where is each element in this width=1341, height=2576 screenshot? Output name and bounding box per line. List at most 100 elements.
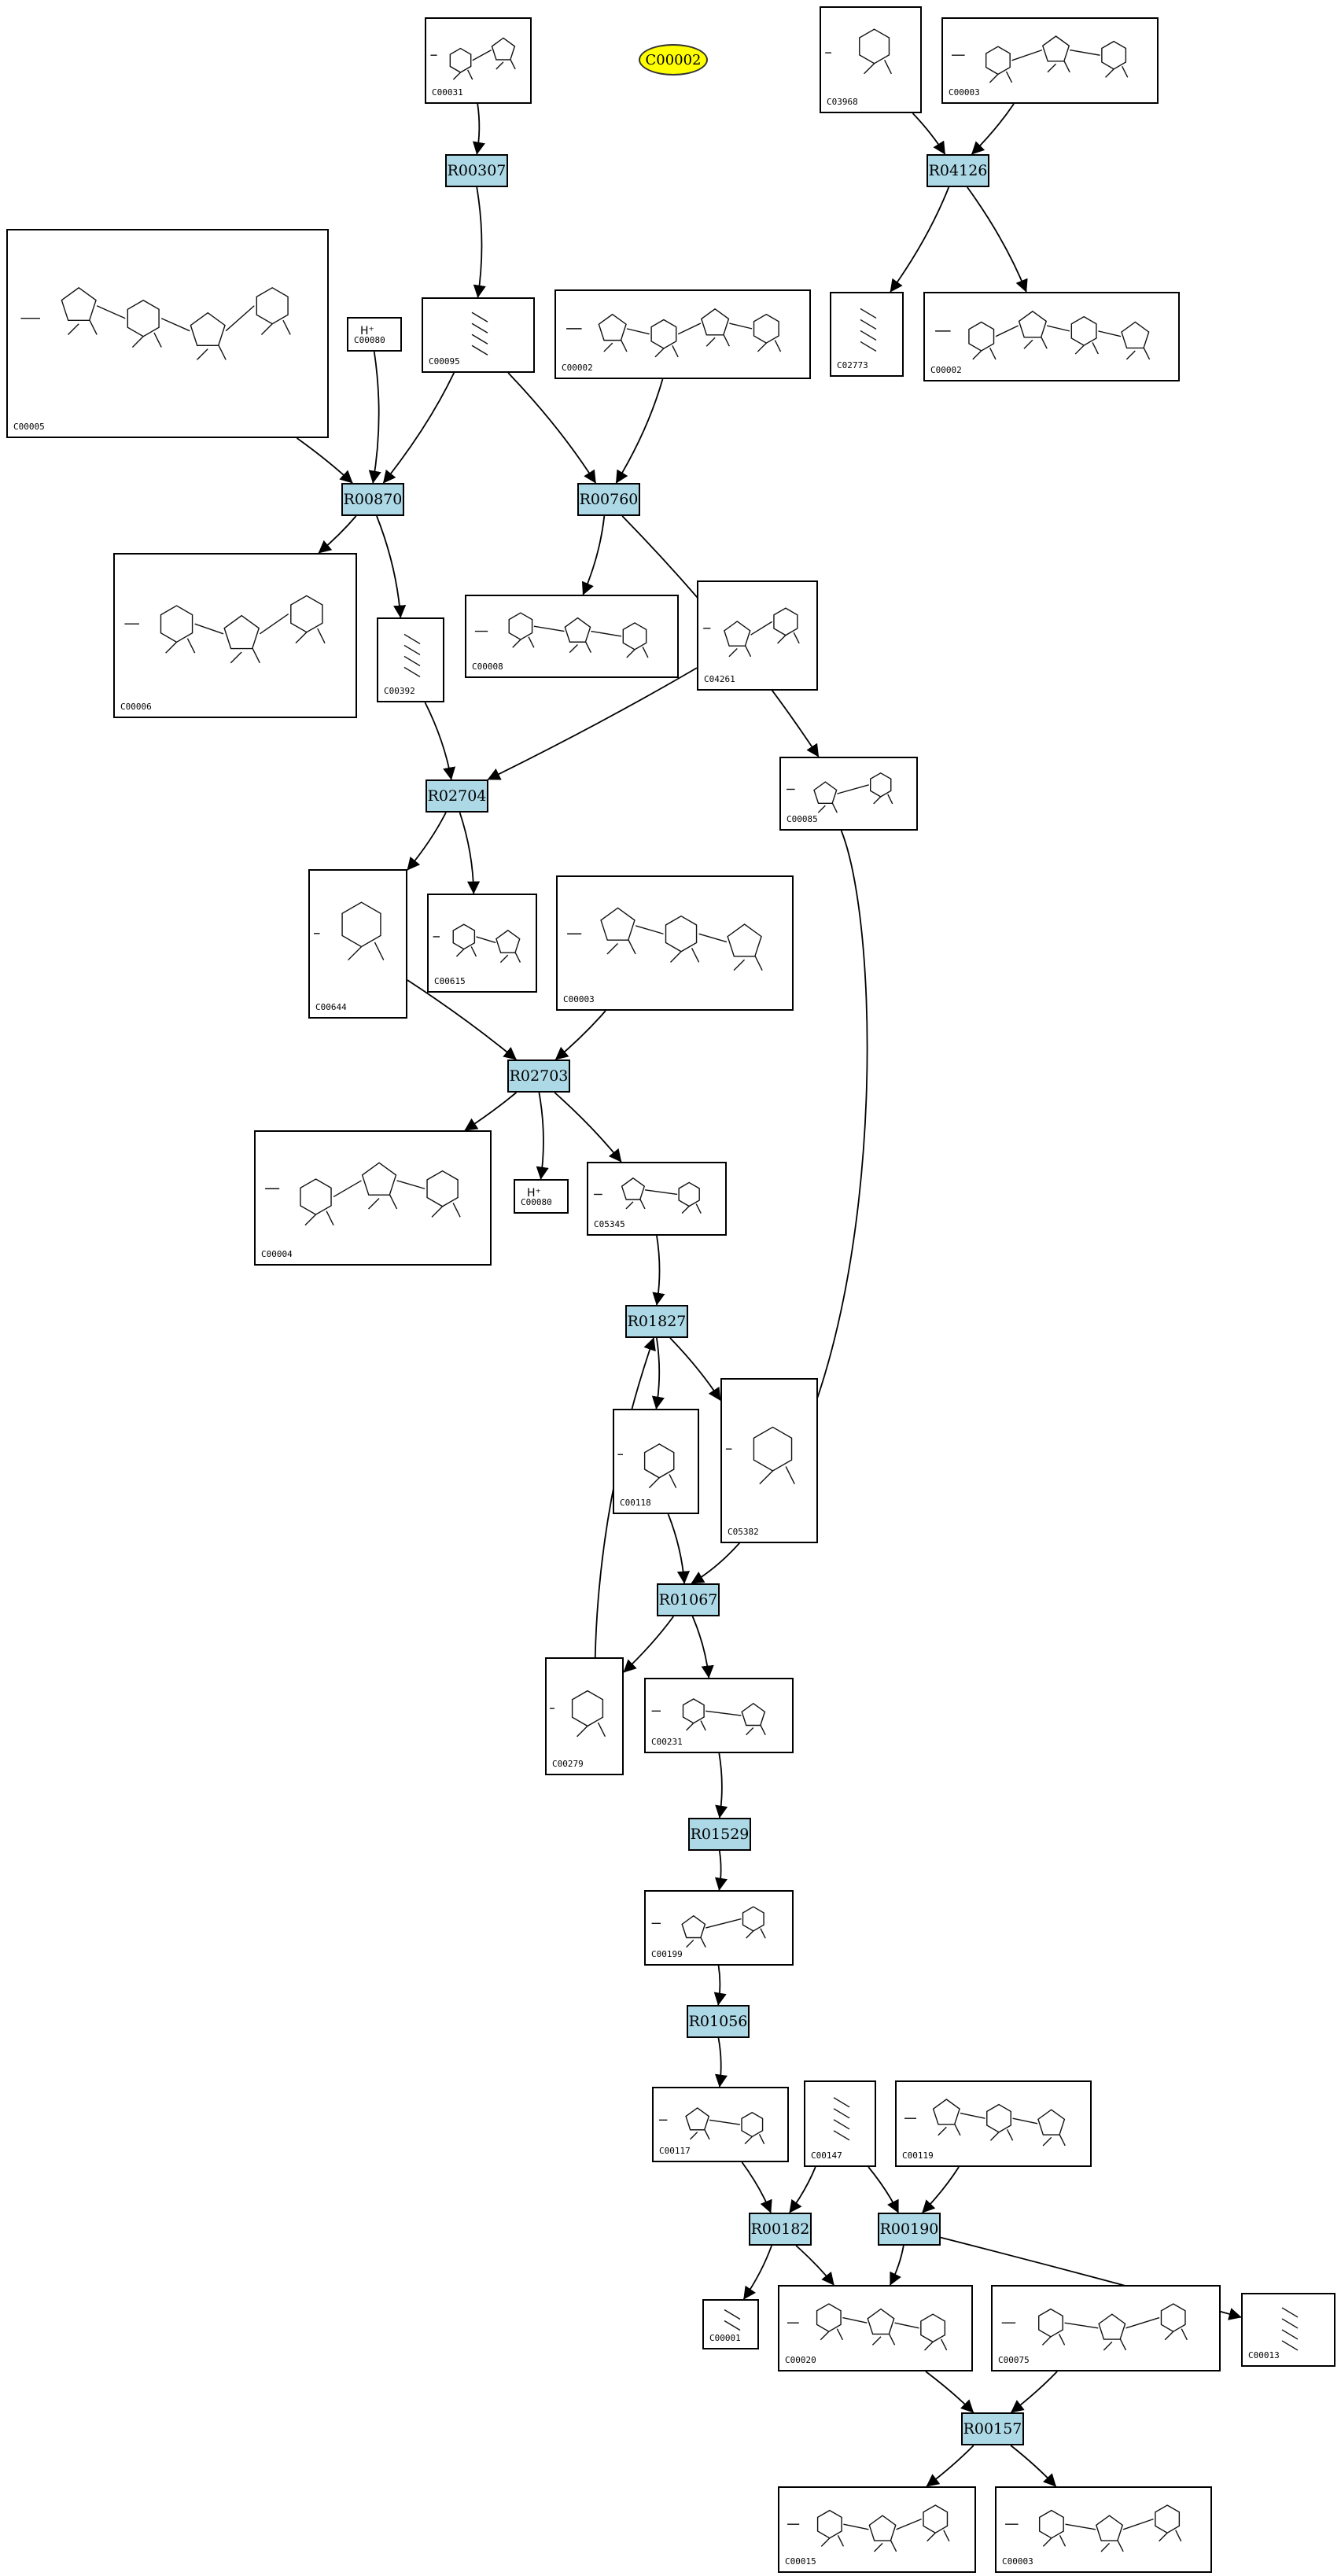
compound-id-label: C00118 (620, 1498, 651, 1508)
pathway-title-ellipse[interactable]: C00002 (639, 44, 708, 76)
structure-drawing (658, 2107, 765, 2145)
edge-c00031-to-r00307 (472, 103, 485, 155)
edge-c00147-to-r00182 (789, 2166, 816, 2213)
compound-node-c00003c[interactable]: C00003 (995, 2486, 1212, 2573)
compound-node-c00003b[interactable]: C00003 (556, 875, 794, 1011)
compound-node-c00002a[interactable]: C00002 (554, 289, 811, 379)
edge-c00003a-to-r04126 (971, 103, 1015, 155)
compound-node-c00003a[interactable]: C00003 (941, 17, 1159, 104)
edge-r00157-to-c00015 (926, 2445, 974, 2487)
compound-node-c00392[interactable]: C00392 (377, 617, 444, 702)
reaction-node-r00307[interactable]: R00307 (445, 154, 508, 187)
edge-r02703-to-c05345 (554, 1092, 622, 1163)
reaction-node-r00182[interactable]: R00182 (749, 2213, 812, 2246)
edge-r01056-to-c00117 (714, 2037, 728, 2088)
structure-drawing (566, 308, 782, 358)
compound-id-label: C00006 (120, 702, 152, 712)
compound-node-c00279[interactable]: C00279 (545, 1657, 624, 1775)
reaction-node-r01067[interactable]: R01067 (657, 1583, 720, 1616)
compound-id-label: C00644 (315, 1002, 347, 1012)
compound-node-c00031[interactable]: C00031 (425, 17, 532, 104)
compound-id-label: C00003 (1002, 2556, 1033, 2567)
edge-c00118-to-r01067 (667, 1513, 691, 1584)
compound-node-c00015[interactable]: C00015 (778, 2486, 976, 2573)
edge-r04126-to-c00002b (967, 186, 1028, 293)
compound-node-c00002b[interactable]: C00002 (923, 292, 1180, 381)
compound-id-label: C00095 (429, 356, 460, 367)
structure-drawing (787, 2504, 950, 2552)
compound-node-c03968[interactable]: C03968 (820, 6, 922, 113)
reaction-node-r00870[interactable]: R00870 (341, 483, 404, 516)
compound-id-label: C00008 (472, 662, 503, 672)
reaction-node-r00190[interactable]: R00190 (878, 2213, 941, 2246)
reaction-node-r04126[interactable]: R04126 (927, 154, 989, 187)
edge-r02703-to-c00004 (464, 1092, 517, 1131)
compound-node-c00199[interactable]: C00199 (644, 1890, 794, 1966)
structure-drawing (474, 612, 649, 658)
edge-c00095-to-r00760 (507, 372, 597, 484)
compound-node-c00080b[interactable]: H⁺C00080 (514, 1179, 569, 1214)
compound-node-c00231[interactable]: C00231 (644, 1678, 794, 1753)
reaction-node-r01056[interactable]: R01056 (687, 2005, 750, 2038)
reaction-node-r02704[interactable]: R02704 (426, 779, 488, 813)
edge-r02704-to-c00644 (407, 812, 447, 871)
reaction-node-r00157[interactable]: R00157 (961, 2412, 1024, 2445)
compound-node-c00095[interactable]: C00095 (422, 297, 535, 373)
compound-node-c00001[interactable]: C00001 (702, 2299, 759, 2349)
structure-drawing (952, 35, 1129, 83)
compound-id-label: C00001 (709, 2333, 741, 2343)
compound-node-c00147[interactable]: C00147 (804, 2080, 876, 2167)
reaction-node-r01529[interactable]: R01529 (688, 1818, 751, 1851)
compound-id-label: C00117 (659, 2146, 691, 2156)
compound-id-label: C03968 (827, 97, 858, 107)
structure-drawing (651, 1906, 766, 1948)
reaction-node-r00760[interactable]: R00760 (577, 483, 640, 516)
edge-c00003b-to-r02703 (554, 1010, 606, 1060)
structure-drawing (1005, 2504, 1182, 2552)
compound-node-c00075[interactable]: C00075 (991, 2285, 1221, 2371)
compound-id-label: C00031 (432, 87, 463, 98)
structure-drawing (825, 28, 892, 75)
compound-formula: H⁺ (527, 1187, 541, 1200)
edge-c00147-to-r00190 (868, 2166, 900, 2213)
compound-id-label: C00003 (563, 994, 595, 1004)
edge-c00075-to-r00157 (1010, 2371, 1058, 2413)
compound-node-c00118[interactable]: C00118 (613, 1409, 699, 1514)
edge-c00392-to-r02704 (424, 702, 456, 780)
compound-node-c00644[interactable]: C00644 (308, 869, 407, 1019)
edge-c00644-to-r02703 (407, 979, 517, 1060)
compound-node-c00008[interactable]: C00008 (465, 595, 679, 678)
edge-r02704-to-c00615 (459, 812, 481, 894)
edge-c04261-to-r02704 (487, 667, 698, 780)
edge-r00182-to-c00020 (795, 2245, 834, 2286)
compound-id-label: C00013 (1248, 2350, 1280, 2360)
compound-node-c00013[interactable]: C00013 (1241, 2293, 1335, 2367)
compound-node-c00615[interactable]: C00615 (427, 894, 537, 993)
structure-drawing (550, 1690, 606, 1738)
compound-node-c00080a[interactable]: H⁺C00080 (347, 317, 402, 352)
structure-drawing (860, 308, 877, 352)
compound-id-label: C00075 (998, 2355, 1030, 2365)
structure-drawing (724, 2309, 741, 2331)
compound-node-c00005[interactable]: C00005 (6, 229, 329, 438)
compound-id-label: C04261 (704, 674, 735, 684)
compound-id-label: C00615 (434, 976, 466, 986)
compound-node-c05382[interactable]: C05382 (720, 1378, 818, 1543)
structure-drawing (430, 37, 516, 80)
compound-id-label: C00003 (949, 87, 980, 98)
structure-drawing (594, 1177, 702, 1214)
compound-node-c00006[interactable]: C00006 (113, 553, 357, 718)
reaction-node-r01827[interactable]: R01827 (625, 1305, 688, 1338)
edge-c00020-to-r00157 (925, 2371, 974, 2413)
compound-node-c05345[interactable]: C05345 (587, 1162, 727, 1236)
compound-node-c00004[interactable]: C00004 (254, 1130, 492, 1266)
compound-id-label: C00080 (521, 1197, 552, 1207)
reaction-node-r02703[interactable]: R02703 (507, 1060, 570, 1093)
compound-node-c04261[interactable]: C04261 (697, 580, 818, 691)
compound-node-c00117[interactable]: C00117 (652, 2087, 789, 2162)
compound-node-c00119[interactable]: C00119 (895, 2080, 1092, 2167)
compound-node-c00085[interactable]: C00085 (779, 757, 918, 831)
compound-node-c02773[interactable]: C02773 (830, 292, 904, 377)
compound-id-label: C00119 (902, 2150, 934, 2161)
compound-node-c00020[interactable]: C00020 (778, 2285, 973, 2371)
